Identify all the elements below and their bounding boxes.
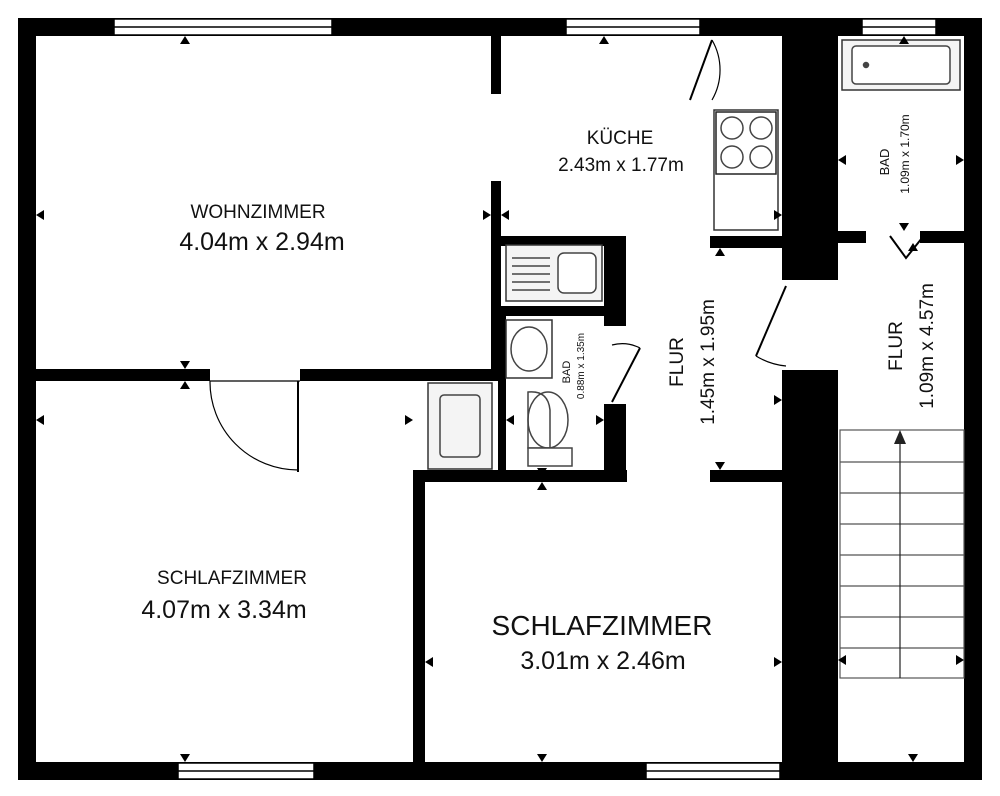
washbasin-icon	[427, 382, 493, 470]
fixtures	[427, 39, 961, 470]
doors	[209, 39, 923, 472]
room-dims-flur-mitte: 1.45m x 1.95m	[698, 299, 719, 425]
windows	[113, 18, 937, 780]
room-name-kueche: KÜCHE	[587, 128, 654, 149]
room-name-schlafzimmer-left: SCHLAFZIMMER	[157, 568, 307, 589]
room-dims-wohnzimmer: 4.04m x 2.94m	[179, 228, 344, 256]
stove-icon	[715, 111, 777, 175]
room-name-bad-klein: BAD	[561, 361, 573, 384]
room-name-bad-oben: BAD	[877, 149, 892, 176]
walls	[18, 18, 982, 780]
door-schlafzimmer-left	[209, 369, 300, 472]
room-labels: WOHNZIMMER 4.04m x 2.94m KÜCHE 2.43m x 1…	[141, 114, 938, 675]
bathtub-icon	[841, 39, 961, 91]
room-name-flur-mitte: FLUR	[667, 337, 688, 387]
room-name-wohnzimmer: WOHNZIMMER	[190, 202, 325, 223]
room-name-schlafzimmer-right-label: SCHLAFZIMMER	[492, 610, 713, 641]
toilet-icon	[505, 319, 573, 467]
door-flur	[755, 280, 838, 370]
room-dims-kueche: 2.43m x 1.77m	[558, 155, 684, 176]
room-dims-bad-oben: 1.09m x 1.70m	[898, 114, 912, 193]
room-dims-bad-klein: 0.88m x 1.35m	[576, 333, 587, 399]
stairs-icon	[839, 429, 965, 679]
dimension-markers	[36, 36, 964, 762]
room-dims-schlafzimmer-left: 4.07m x 3.34m	[141, 596, 306, 624]
room-dims-schlafzimmer-right: 3.01m x 2.46m	[520, 647, 685, 675]
door-bad-oben	[889, 235, 923, 260]
door-kueche	[689, 39, 721, 101]
door-bad-klein	[604, 326, 641, 404]
sink-icon	[505, 244, 603, 302]
room-dims-flur-rechts: 1.09m x 4.57m	[917, 283, 938, 409]
room-name-flur-rechts: FLUR	[886, 321, 907, 371]
